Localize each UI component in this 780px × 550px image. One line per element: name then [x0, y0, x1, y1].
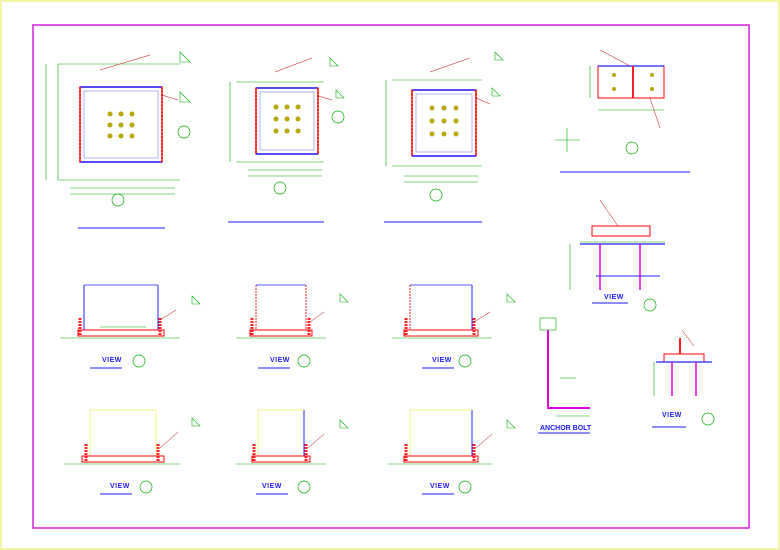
section-view-row3-1 [64, 409, 201, 495]
view-title-row2-1: VIEW [102, 357, 122, 364]
base-plate-plan-3 [384, 51, 504, 223]
view-title-right-top: VIEW [604, 294, 624, 301]
base-plate-plan-2 [228, 57, 345, 223]
drawing-frame [32, 24, 750, 529]
section-view-row2-3 [392, 284, 516, 369]
view-title-row2-3: VIEW [432, 357, 452, 364]
section-view-row2-1 [60, 284, 201, 369]
section-view-row3-2 [236, 409, 349, 495]
small-plate-plan [555, 49, 690, 173]
anchor-bolt-detail [538, 317, 590, 434]
anchor-bolt-title: ANCHOR BOLT [540, 425, 592, 432]
base-plate-plan-1 [45, 51, 191, 229]
view-title-right-bottom: VIEW [662, 412, 682, 419]
view-title-row3-3: VIEW [430, 483, 450, 490]
view-title-row3-2: VIEW [262, 483, 282, 490]
small-anchor-elevation [652, 329, 715, 428]
section-view-row2-2 [236, 284, 349, 369]
anchor-elevation-right [569, 199, 665, 312]
section-view-row3-3 [388, 409, 516, 495]
view-title-row2-2: VIEW [270, 357, 290, 364]
view-title-row3-1: VIEW [110, 483, 130, 490]
